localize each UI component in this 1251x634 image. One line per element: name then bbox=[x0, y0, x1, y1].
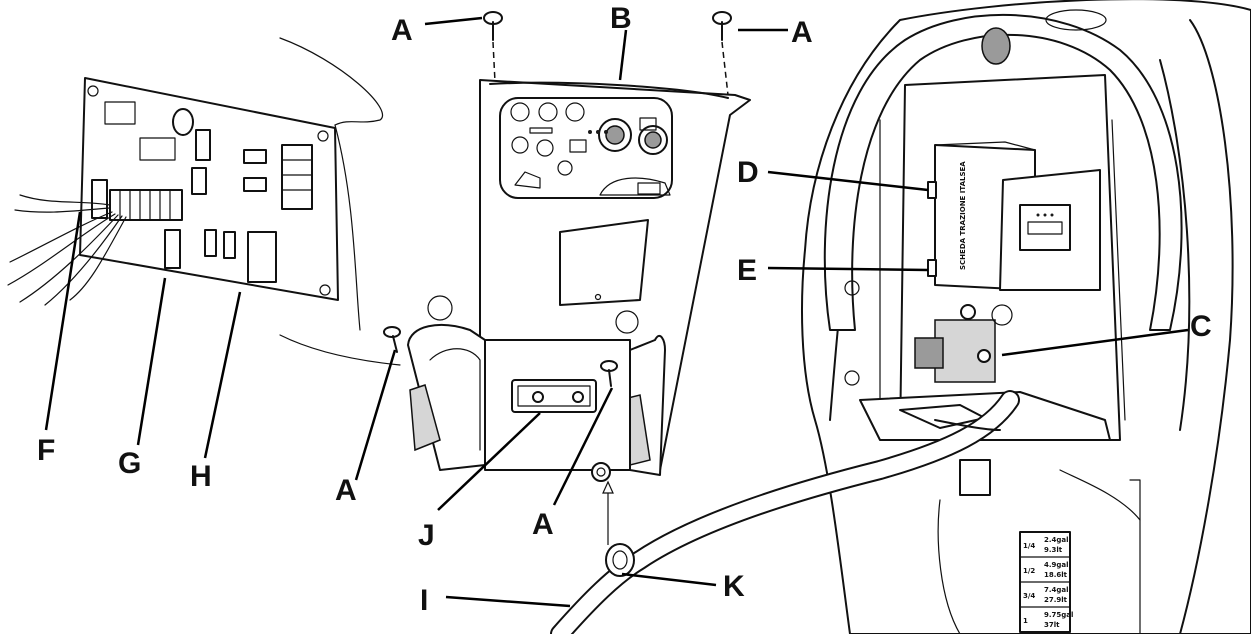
level-fraction: 3/4 bbox=[1023, 592, 1035, 600]
level-gal: 2.4gal bbox=[1044, 536, 1069, 544]
callout-k: K bbox=[723, 570, 745, 603]
screw-a bbox=[712, 11, 732, 96]
callout-j: J bbox=[418, 519, 435, 552]
callout-h: H bbox=[190, 460, 212, 493]
magnifier-bubble bbox=[279, 37, 401, 366]
level-fraction: 1/2 bbox=[1023, 567, 1035, 575]
level-lt: 37lt bbox=[1044, 621, 1060, 629]
callout-f: F bbox=[37, 434, 55, 467]
screw-a bbox=[383, 326, 401, 353]
control-panel bbox=[407, 79, 751, 482]
screw-a bbox=[483, 11, 503, 83]
callout-a-top-right: A bbox=[791, 16, 813, 49]
level-fraction: 1 bbox=[1023, 617, 1028, 625]
level-gal: 4.9gal bbox=[1044, 561, 1069, 569]
level-fraction: 1/4 bbox=[1023, 542, 1035, 550]
callout-b: B bbox=[610, 2, 632, 35]
screw-a bbox=[600, 360, 618, 387]
callout-a-bottom-left: A bbox=[335, 474, 357, 507]
insertion-arrow bbox=[602, 480, 614, 545]
circuit-board bbox=[7, 77, 339, 306]
callout-d: D bbox=[737, 156, 759, 189]
machine-body: SCHEDA TRAZIONE ITALSEA bbox=[801, 0, 1251, 634]
callout-a-top-left: A bbox=[391, 14, 413, 47]
hose-i bbox=[550, 390, 1020, 634]
level-lt: 27.9lt bbox=[1044, 596, 1068, 604]
board-marking: SCHEDA TRAZIONE ITALSEA bbox=[959, 161, 967, 270]
leader-lines bbox=[44, 16, 1189, 608]
level-gal: 7.4gal bbox=[1044, 586, 1069, 594]
level-chart-text: 1/4 2.4gal 9.3lt 1/2 4.9gal 18.6lt 3/4 7… bbox=[1023, 536, 1073, 629]
level-gal: 9.75gal bbox=[1044, 611, 1073, 619]
tank-level-chart bbox=[1019, 531, 1071, 633]
callout-e: E bbox=[737, 254, 757, 287]
callout-labels: A A B C D E F G H A A J K I bbox=[37, 2, 1212, 617]
grommet-k bbox=[605, 543, 635, 577]
callout-c: C bbox=[1190, 310, 1212, 343]
level-lt: 18.6lt bbox=[1044, 571, 1068, 579]
callout-g: G bbox=[118, 447, 141, 480]
callout-i: I bbox=[420, 584, 428, 617]
dashboard-symbols bbox=[510, 102, 671, 196]
callout-a-bottom-center: A bbox=[532, 508, 554, 541]
level-lt: 9.3lt bbox=[1044, 546, 1063, 554]
